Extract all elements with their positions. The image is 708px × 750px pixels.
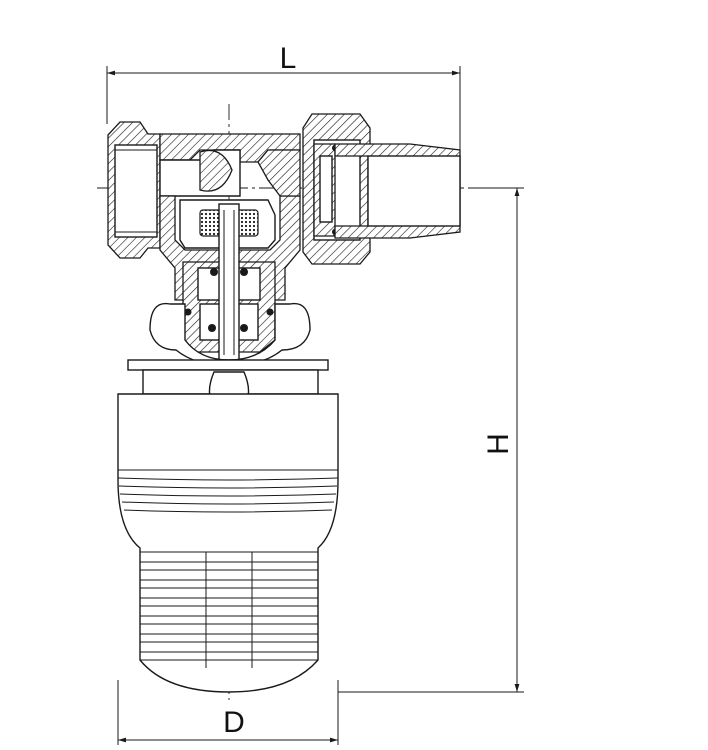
diameter-label: D bbox=[223, 706, 245, 739]
length-dimension: L bbox=[106, 42, 461, 150]
valve-stem bbox=[218, 203, 240, 361]
diameter-dimension: D bbox=[117, 680, 339, 745]
union-nut bbox=[302, 113, 371, 265]
thermostatic-head bbox=[117, 393, 339, 693]
tailpiece bbox=[334, 143, 461, 239]
head-mounting-plate bbox=[127, 359, 329, 371]
length-label: L bbox=[280, 42, 297, 75]
height-dimension: H bbox=[338, 187, 524, 693]
height-label: H bbox=[482, 433, 515, 455]
grip-ribs bbox=[140, 551, 318, 668]
